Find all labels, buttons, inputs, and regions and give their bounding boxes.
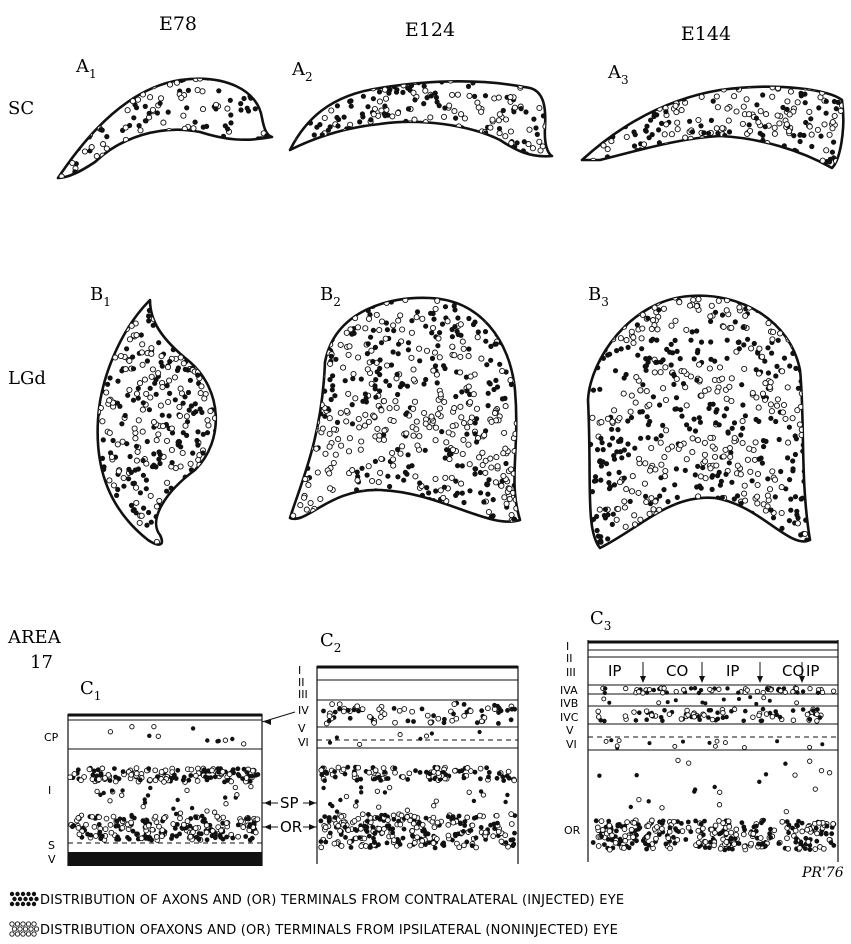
c1-layer-v: V <box>48 853 56 866</box>
c3-layer-iva: IVA <box>560 684 578 697</box>
cortex-panel-c2: I II III IV V VI <box>298 664 518 864</box>
c2-layer-iii: III <box>298 688 308 701</box>
row-label-area-number: 17 <box>30 652 53 673</box>
panel-label-a2: A2 <box>291 59 313 84</box>
panel-label-b1: B1 <box>90 284 111 309</box>
panel-label-c2: C2 <box>320 630 341 655</box>
c3-layer-ii: II <box>566 652 573 665</box>
row-label-sc: SC <box>8 98 34 119</box>
c3-layer-iii: III <box>566 666 576 679</box>
c3-column-co-1: CO <box>666 662 688 680</box>
c1-ventricular-zone <box>68 852 262 866</box>
c3-column-arrows <box>640 662 805 683</box>
c3-column-ip-3: IP <box>806 662 819 680</box>
legend-swatch-ipsilateral <box>10 922 39 936</box>
c2-layer-iv: IV <box>298 704 309 717</box>
legend-ipsilateral: DISTRIBUTION OFAXONS AND (OR) TERMINALS … <box>40 923 618 938</box>
label-sp: SP <box>280 794 299 812</box>
c1-layer-s: S <box>48 839 55 852</box>
c3-layer-ivc: IVC <box>560 711 579 724</box>
label-or: OR <box>280 818 302 836</box>
panel-label-a1: A1 <box>75 56 97 81</box>
c3-layer-or: OR <box>564 824 581 837</box>
c2-layer-v: V <box>298 722 306 735</box>
panel-label-c1: C1 <box>80 678 101 703</box>
legend-contralateral: DISTRIBUTION OF AXONS AND (OR) TERMINALS… <box>40 893 624 908</box>
c3-layer-vi: VI <box>566 738 577 751</box>
panel-label-b2: B2 <box>320 284 341 309</box>
row-label-area: AREA <box>7 627 62 648</box>
panel-label-c3: C3 <box>590 608 611 633</box>
c3-column-ip-2: IP <box>726 662 739 680</box>
panel-label-a3: A3 <box>607 62 629 87</box>
column-title-e124: E124 <box>405 19 455 41</box>
column-title-e78: E78 <box>159 13 197 35</box>
row-label-lgd: LGd <box>8 368 46 389</box>
c3-layer-v: V <box>566 724 574 737</box>
legend: DISTRIBUTION OF AXONS AND (OR) TERMINALS… <box>10 892 624 938</box>
cortex-panel-c1: CP I S V <box>44 714 262 866</box>
sc-outline-e78 <box>58 79 272 178</box>
cortex-panel-c3: I II III IVA IVB IVC V VI OR IP CO IP CO… <box>560 640 838 862</box>
c1-layer-i: I <box>48 784 51 797</box>
legend-swatch-contralateral <box>10 892 39 906</box>
c3-layer-ivb: IVB <box>560 697 578 710</box>
panel-label-b3: B3 <box>588 284 609 309</box>
c1-c2-pointers: SP OR <box>262 712 317 836</box>
artist-signature: PR'76 <box>801 865 844 881</box>
c2-layer-vi: VI <box>298 736 309 749</box>
column-title-e144: E144 <box>681 23 731 45</box>
c3-column-ip-1: IP <box>608 662 621 680</box>
c1-layer-cp: CP <box>44 731 59 744</box>
